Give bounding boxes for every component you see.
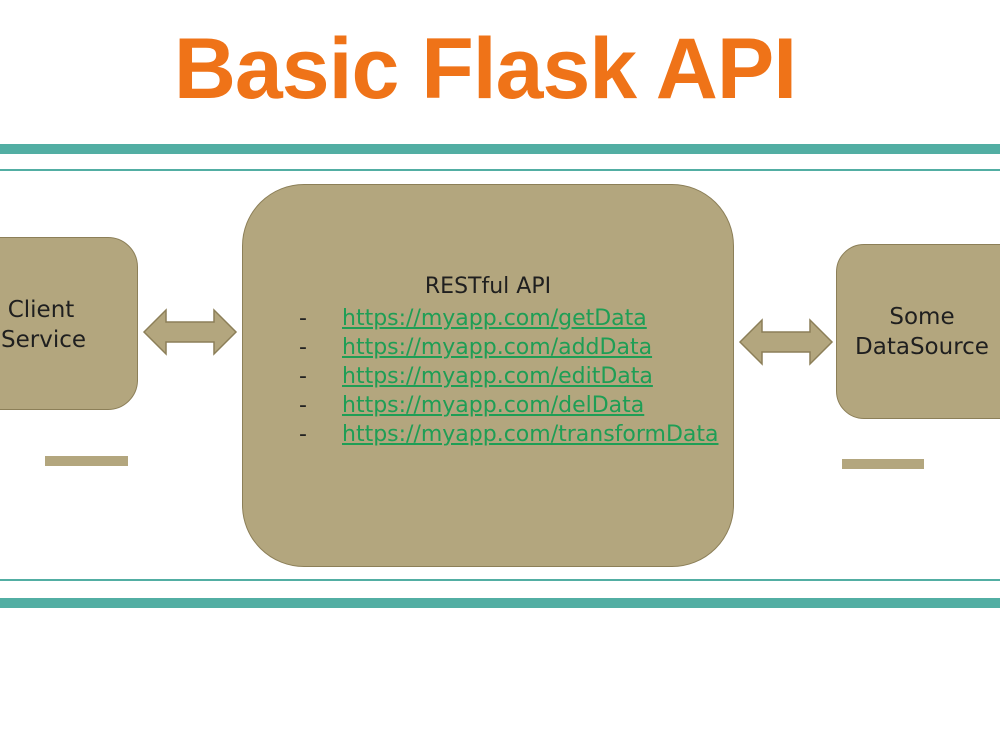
datasource-label: Some DataSource (837, 302, 1000, 362)
endpoint-bullet: - (299, 422, 307, 447)
datasource-underline-bar (842, 459, 924, 469)
endpoint-item: - https://myapp.com/editData (299, 362, 719, 391)
endpoint-item: - https://myapp.com/addData (299, 333, 719, 362)
endpoint-item: - https://myapp.com/delData (299, 391, 719, 420)
restful-api-box: RESTful API - https://myapp.com/getData … (242, 184, 734, 567)
restful-api-title: RESTful API (424, 274, 552, 299)
bottom-thin-rule (0, 579, 1000, 581)
client-service-box: Client Service (0, 237, 138, 410)
bidirectional-arrow-icon (738, 318, 834, 366)
bottom-thick-rule (0, 598, 1000, 608)
endpoint-link[interactable]: https://myapp.com/editData (342, 364, 653, 389)
endpoint-link[interactable]: https://myapp.com/getData (342, 306, 647, 331)
top-thin-rule (0, 169, 1000, 171)
endpoint-bullet: - (299, 393, 307, 418)
endpoint-item: - https://myapp.com/getData (299, 304, 719, 333)
top-thick-rule (0, 144, 1000, 154)
endpoint-link[interactable]: https://myapp.com/addData (342, 335, 653, 360)
datasource-label-line-2: DataSource (855, 334, 989, 360)
client-label-line-1: Client (7, 297, 75, 323)
client-underline-bar (45, 456, 128, 466)
client-label-line-2: Service (1, 327, 87, 353)
datasource-label-line-1: Some (889, 304, 955, 330)
client-service-label: Client Service (1, 295, 87, 355)
bidirectional-arrow-icon (142, 308, 238, 356)
endpoint-link[interactable]: https://myapp.com/delData (342, 393, 645, 418)
endpoint-bullet: - (299, 306, 307, 331)
slide-title: Basic Flask API (173, 21, 797, 117)
endpoint-item: - https://myapp.com/transformData (299, 420, 719, 449)
endpoint-link[interactable]: https://myapp.com/transformData (342, 422, 719, 447)
endpoint-bullet: - (299, 364, 307, 389)
datasource-box: Some DataSource (836, 244, 1000, 419)
endpoint-list: - https://myapp.com/getData - https://my… (299, 304, 719, 449)
endpoint-bullet: - (299, 335, 307, 360)
